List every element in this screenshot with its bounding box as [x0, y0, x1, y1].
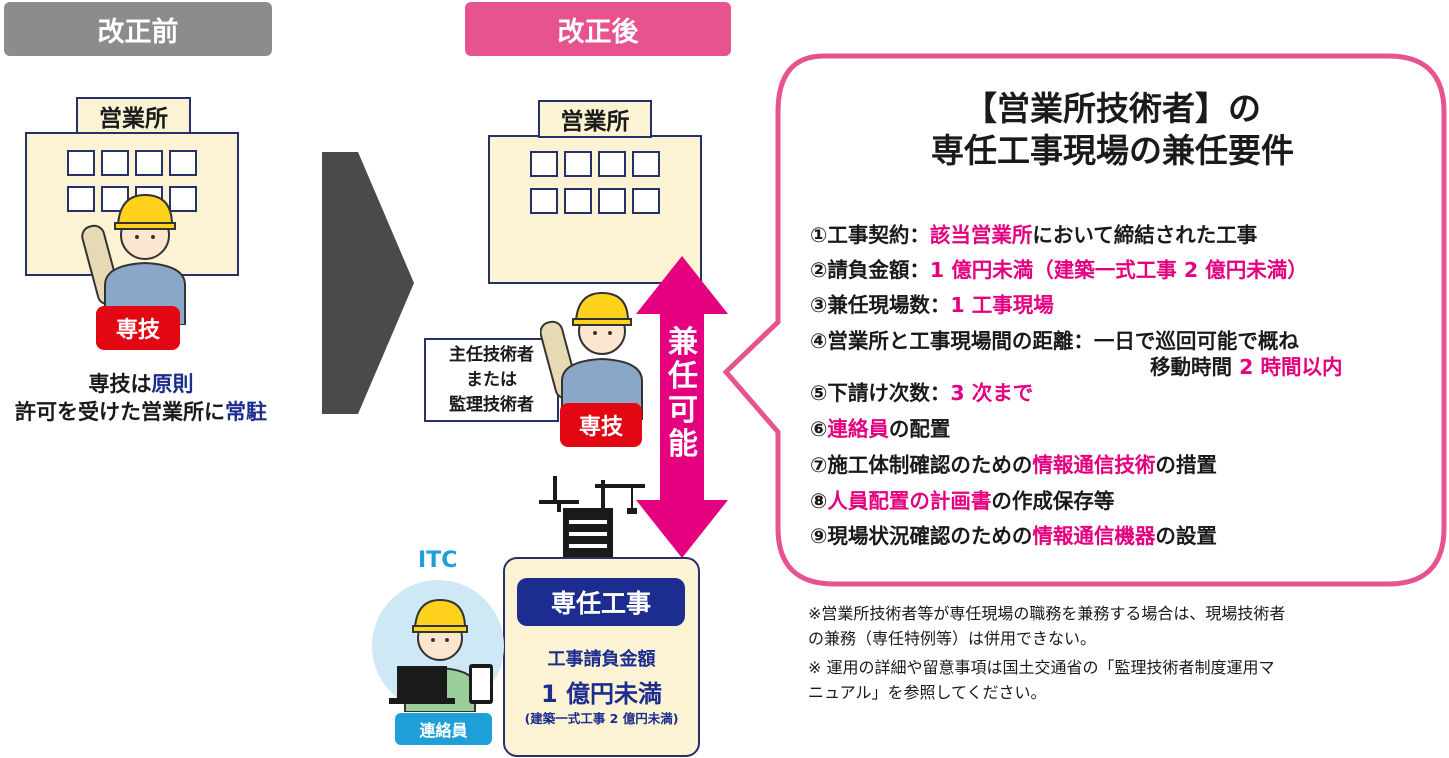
req-item-4: ④営業所と工事現場間の距離：一日で巡回可能で概ね — [810, 329, 1299, 353]
office-sign-after: 営業所 — [538, 100, 652, 138]
office-sign-before: 営業所 — [76, 97, 191, 134]
transition-arrow — [322, 152, 414, 414]
req-item-5: ⑤下請け次数：3 次まで — [810, 381, 1034, 405]
site-amount-value: 1 億円未満 — [540, 680, 663, 708]
liaison-illustration — [389, 598, 493, 712]
site-amount-note: (建築一式工事 2 億円未満) — [524, 711, 679, 726]
liaison-label: 連絡員 — [395, 713, 492, 745]
senngi-badge-after: 専技 — [560, 403, 642, 447]
itc-label: ITC — [418, 548, 458, 573]
req-item-3: ③兼任現場数：1 工事現場 — [810, 293, 1054, 317]
office-building-after — [488, 135, 702, 284]
req-item-6: ⑥連絡員の配置 — [810, 417, 951, 441]
req-item-9: ⑨現場状況確認のための情報通信機器の設置 — [810, 524, 1217, 548]
before-caption: 専技は原則 許可を受けた営業所に常駐 — [15, 372, 267, 424]
senngi-badge-before: 専技 — [96, 306, 180, 350]
note-line-4: ニュアル」を参照してください。 — [808, 683, 1047, 702]
req-item-7: ⑦施工体制確認のための情報通信技術の措置 — [810, 453, 1217, 477]
bubble-title: 【営業所技術者】の 専任工事現場の兼任要件 — [931, 89, 1294, 170]
site-amount-label: 工事請負金額 — [547, 649, 656, 670]
construction-crane-icon — [539, 476, 645, 570]
req-item-2: ②請負金額：1 億円未満（建築一式工事 2 億円未満） — [810, 258, 1308, 282]
note-line-3: ※ 運用の詳細や留意事項は国土交通省の「監理技術者制度運用マ — [808, 658, 1275, 677]
note-line-1: ※営業所技術者等が専任現場の職務を兼務する場合は、現場技術者 — [808, 604, 1286, 623]
site-title: 専任工事 — [517, 578, 685, 626]
worker-illustration-before — [81, 193, 186, 325]
req-item-4-cont: 移動時間 2 時間以内 — [1150, 355, 1343, 379]
requirements-bubble — [722, 53, 1447, 587]
before-header: 改正前 — [4, 2, 272, 56]
req-item-8: ⑧人員配置の計画書の作成保存等 — [810, 489, 1115, 513]
after-header: 改正後 — [465, 2, 731, 56]
concurrent-double-arrow — [636, 256, 728, 558]
engineer-label-box: 主任技術者 または 監理技術者 — [424, 338, 559, 422]
concurrent-label: 兼 任 可 能 — [668, 325, 698, 462]
req-item-1: ①工事契約：該当営業所において締結された工事 — [810, 223, 1258, 247]
note-line-2: の兼務（専任特例等）は併用できない。 — [808, 629, 1097, 648]
